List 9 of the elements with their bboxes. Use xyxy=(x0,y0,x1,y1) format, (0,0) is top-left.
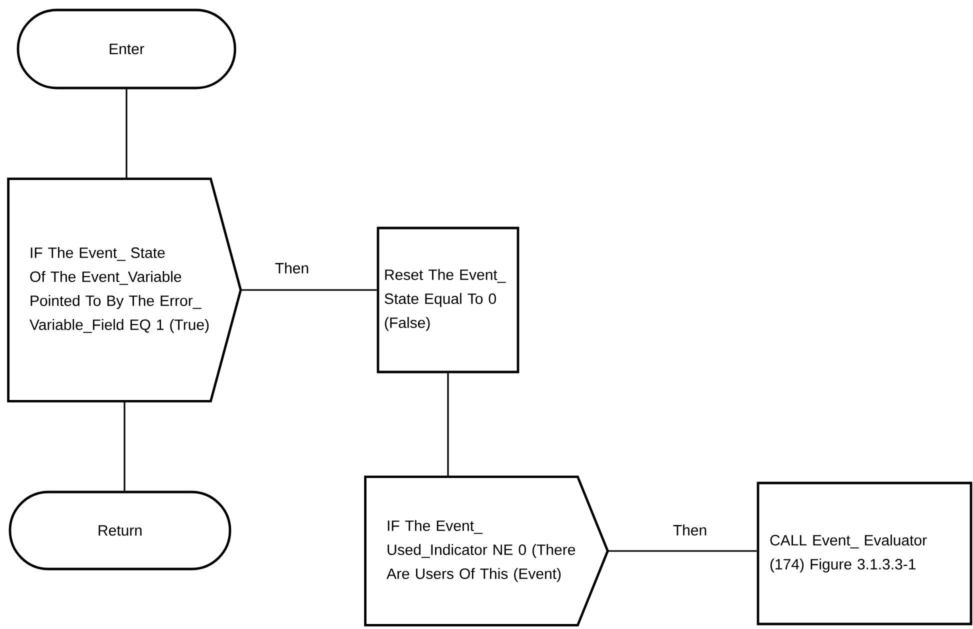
process-box: Reset The Event_ State Equal To 0 (False) xyxy=(376,226,520,374)
connector-line xyxy=(608,550,757,552)
connector-line xyxy=(124,401,126,491)
process-box: CALL Event_ Evaluator (174) Figure 3.1.3.3-1 xyxy=(756,482,972,626)
connector-line xyxy=(240,289,377,291)
connector-line xyxy=(126,89,128,179)
connector-line xyxy=(447,373,449,477)
edge-label: Then xyxy=(274,262,310,274)
edge-label: Then xyxy=(672,524,708,537)
